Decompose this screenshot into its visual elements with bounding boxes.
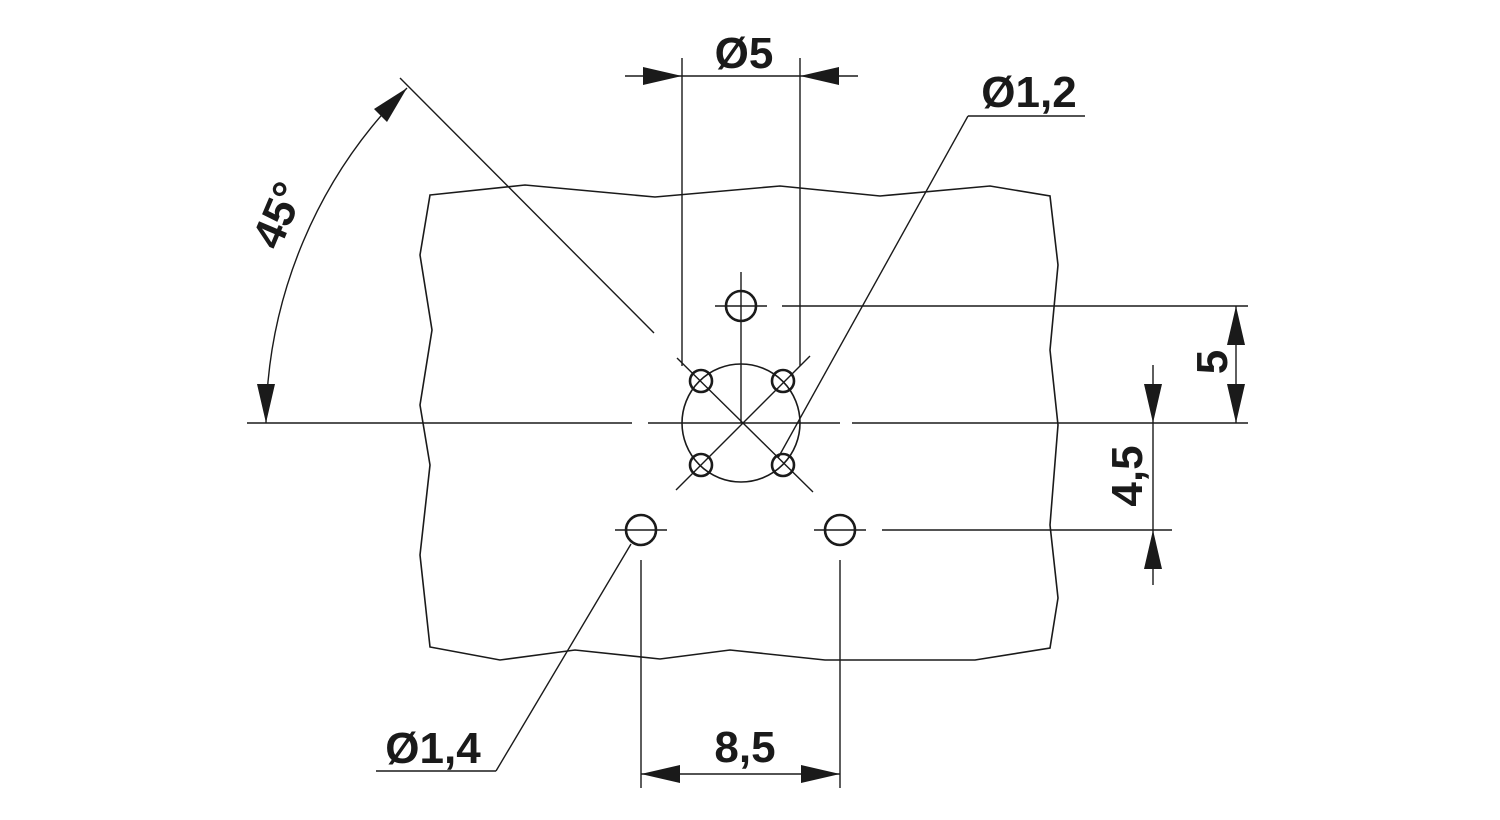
dimension-label-bottom-offset: 4,5	[1103, 445, 1152, 506]
dimension-center-diameter: Ø5	[625, 29, 858, 366]
dimension-bottom-offset: 4,5	[882, 365, 1172, 585]
dimension-small-hole-diameter: Ø1,2	[777, 68, 1085, 459]
angle-reference-line	[399, 77, 655, 334]
small-hole	[688, 452, 714, 478]
small-hole	[688, 368, 714, 394]
small-hole	[770, 368, 796, 394]
dimension-top-offset: 5	[782, 305, 1248, 423]
dimension-mounting-hole-diameter: Ø1,4	[376, 543, 632, 773]
center-circle	[681, 363, 801, 483]
dimension-mounting-spacing: 8,5	[640, 560, 841, 788]
dimension-label-top-offset: 5	[1188, 350, 1237, 374]
dimension-angle: 45°	[243, 87, 408, 424]
small-hole	[770, 452, 796, 478]
dimension-label-small-hole-diameter: Ø1,2	[981, 68, 1076, 117]
panel-outline	[419, 184, 1059, 661]
dimension-label-angle: 45°	[243, 175, 314, 255]
dimension-label-mounting-hole-diameter: Ø1,4	[385, 724, 481, 773]
dimension-label-center-diameter: Ø5	[715, 29, 774, 78]
diagonal-line-2	[675, 355, 811, 491]
dimension-label-mounting-spacing: 8,5	[714, 723, 775, 772]
